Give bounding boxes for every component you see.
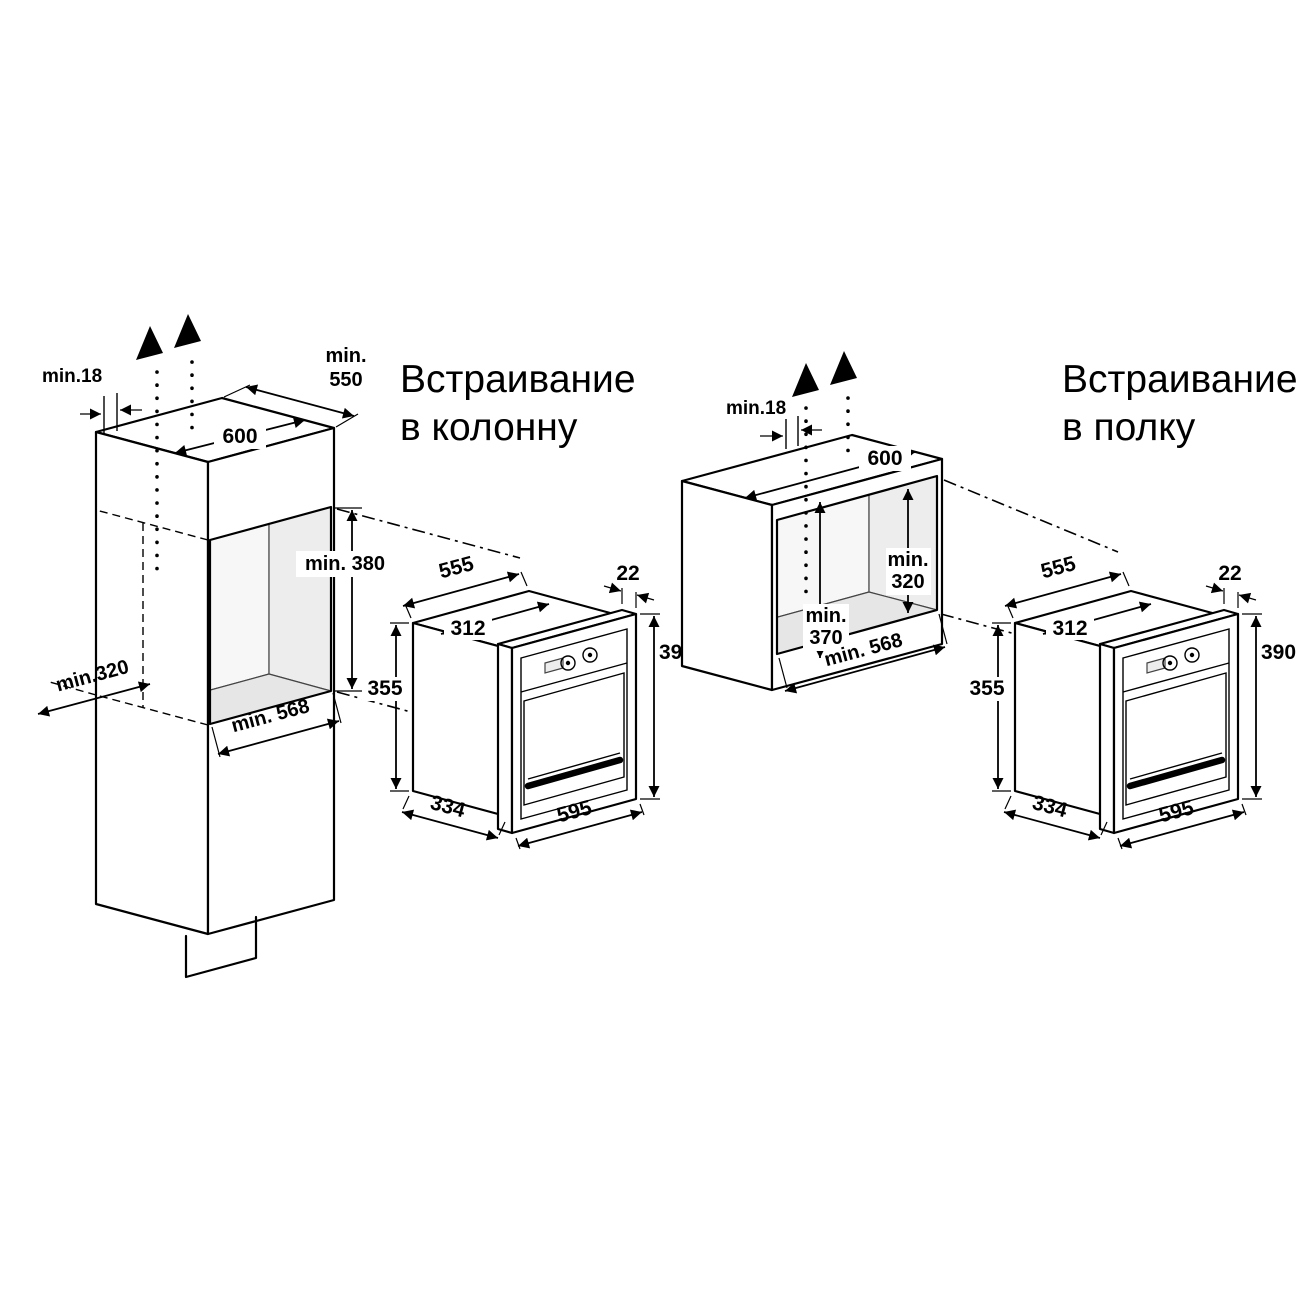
- oven-frame-left-edge: [1098, 642, 1116, 835]
- niche-height-label-1: min.: [887, 549, 928, 571]
- dim-niche-height-min320: min. 320: [886, 489, 931, 613]
- oven-knob: [560, 655, 576, 671]
- oven-knob: [1184, 647, 1200, 663]
- cabinet-plinth: [184, 915, 258, 979]
- title-line-1: Встраивание: [400, 358, 636, 401]
- oven-drawing: 555 22 312 390: [362, 552, 694, 850]
- oven-handle: [524, 756, 624, 790]
- title-column: Встраивание в колонну: [400, 358, 636, 449]
- vent-arrow-icon: [174, 314, 201, 348]
- oven-body-side-face: [411, 621, 511, 819]
- dim-gap-min18: min.18: [42, 366, 142, 420]
- oven-front-height-label: 390: [1261, 641, 1296, 664]
- depth-min-label-2: 550: [329, 369, 362, 391]
- dim-oven-390: 390: [1242, 613, 1296, 800]
- alignment-line: [336, 508, 521, 559]
- oven-knob: [582, 647, 598, 663]
- title-shelf: Встраивание в полку: [1062, 358, 1298, 449]
- title-line-2: в колонну: [400, 406, 578, 449]
- oven-handle-top: [527, 752, 621, 780]
- width-label: 600: [867, 447, 902, 470]
- oven-knob-dot: [1167, 660, 1173, 666]
- width-label: 600: [222, 425, 257, 448]
- column-installation-diagram: min.18 min. 550 600 min. 380 min.320: [37, 314, 694, 979]
- niche-top-projection: [95, 509, 209, 541]
- cabinet-side-face: [94, 430, 210, 936]
- oven-body-height-label: 355: [367, 677, 402, 700]
- depth-min-label-1: min.: [325, 345, 366, 367]
- dim-oven-312: 312: [1042, 601, 1152, 640]
- dim-gap-min18: min.18: [726, 398, 822, 442]
- dim-width-600: 600: [744, 446, 916, 501]
- niche-height-label-2: 320: [891, 571, 924, 593]
- oven-body-width-label: 555: [1038, 552, 1078, 583]
- oven-frame-depth-label: 22: [1218, 562, 1241, 585]
- vent-arrow-icon: [792, 363, 819, 397]
- dim-oven-355: 355: [362, 622, 409, 792]
- dim-oven-22: 22: [1205, 562, 1257, 608]
- oven-handle-top: [1129, 752, 1223, 780]
- shelf-installation-diagram: min.18 600 min. 320 min. 370 min. 568: [680, 351, 1298, 850]
- dim-niche-height-min380: min. 380: [296, 507, 394, 692]
- alignment-line: [943, 479, 1119, 553]
- vent-arrow-icon: [136, 326, 163, 360]
- dim-oven-312: 312: [440, 601, 550, 640]
- oven-knob-dot: [565, 660, 571, 666]
- dim-depth-min550: min. 550: [223, 345, 367, 428]
- oven-front-inner-frame: [520, 628, 628, 820]
- clearance-height-label-1: min.: [805, 605, 846, 627]
- oven-door: [1125, 672, 1227, 806]
- oven-body-side-face: [1013, 621, 1113, 819]
- oven-knob: [1162, 655, 1178, 671]
- gap-label: min.18: [42, 366, 102, 387]
- oven-drawing: 555 22 312 390: [964, 552, 1296, 850]
- gap-label: min.18: [726, 398, 786, 419]
- oven-control-panel-divider: [1122, 662, 1230, 693]
- clearance-height-label-2: 370: [809, 627, 842, 649]
- vent-arrow-icon: [830, 351, 857, 385]
- oven-control-panel-divider: [520, 662, 628, 693]
- oven-inner-width-label: 312: [1052, 617, 1087, 640]
- dim-width-600: 600: [174, 417, 306, 456]
- oven-handle: [1126, 756, 1226, 790]
- title-line-2: в полку: [1062, 406, 1196, 449]
- dim-oven-355: 355: [964, 622, 1011, 792]
- oven-body-height-label: 355: [969, 677, 1004, 700]
- dim-clearance-height-min370: min. 370: [803, 502, 849, 658]
- oven-frame-left-edge: [496, 642, 514, 835]
- oven-door: [523, 672, 625, 806]
- shelf-side-face: [680, 479, 774, 692]
- oven-knob-dot: [1189, 652, 1195, 658]
- column-cabinet: [45, 314, 336, 979]
- oven-body-width-label: 555: [436, 552, 476, 583]
- oven-knob-dot: [587, 652, 593, 658]
- dim-oven-22: 22: [603, 562, 655, 608]
- niche-height-label: min. 380: [305, 553, 385, 575]
- title-line-1: Встраивание: [1062, 358, 1298, 401]
- oven-inner-width-label: 312: [450, 617, 485, 640]
- oven-front-inner-frame: [1122, 628, 1230, 820]
- alignment-line: [940, 613, 1020, 636]
- oven-frame-depth-label: 22: [616, 562, 639, 585]
